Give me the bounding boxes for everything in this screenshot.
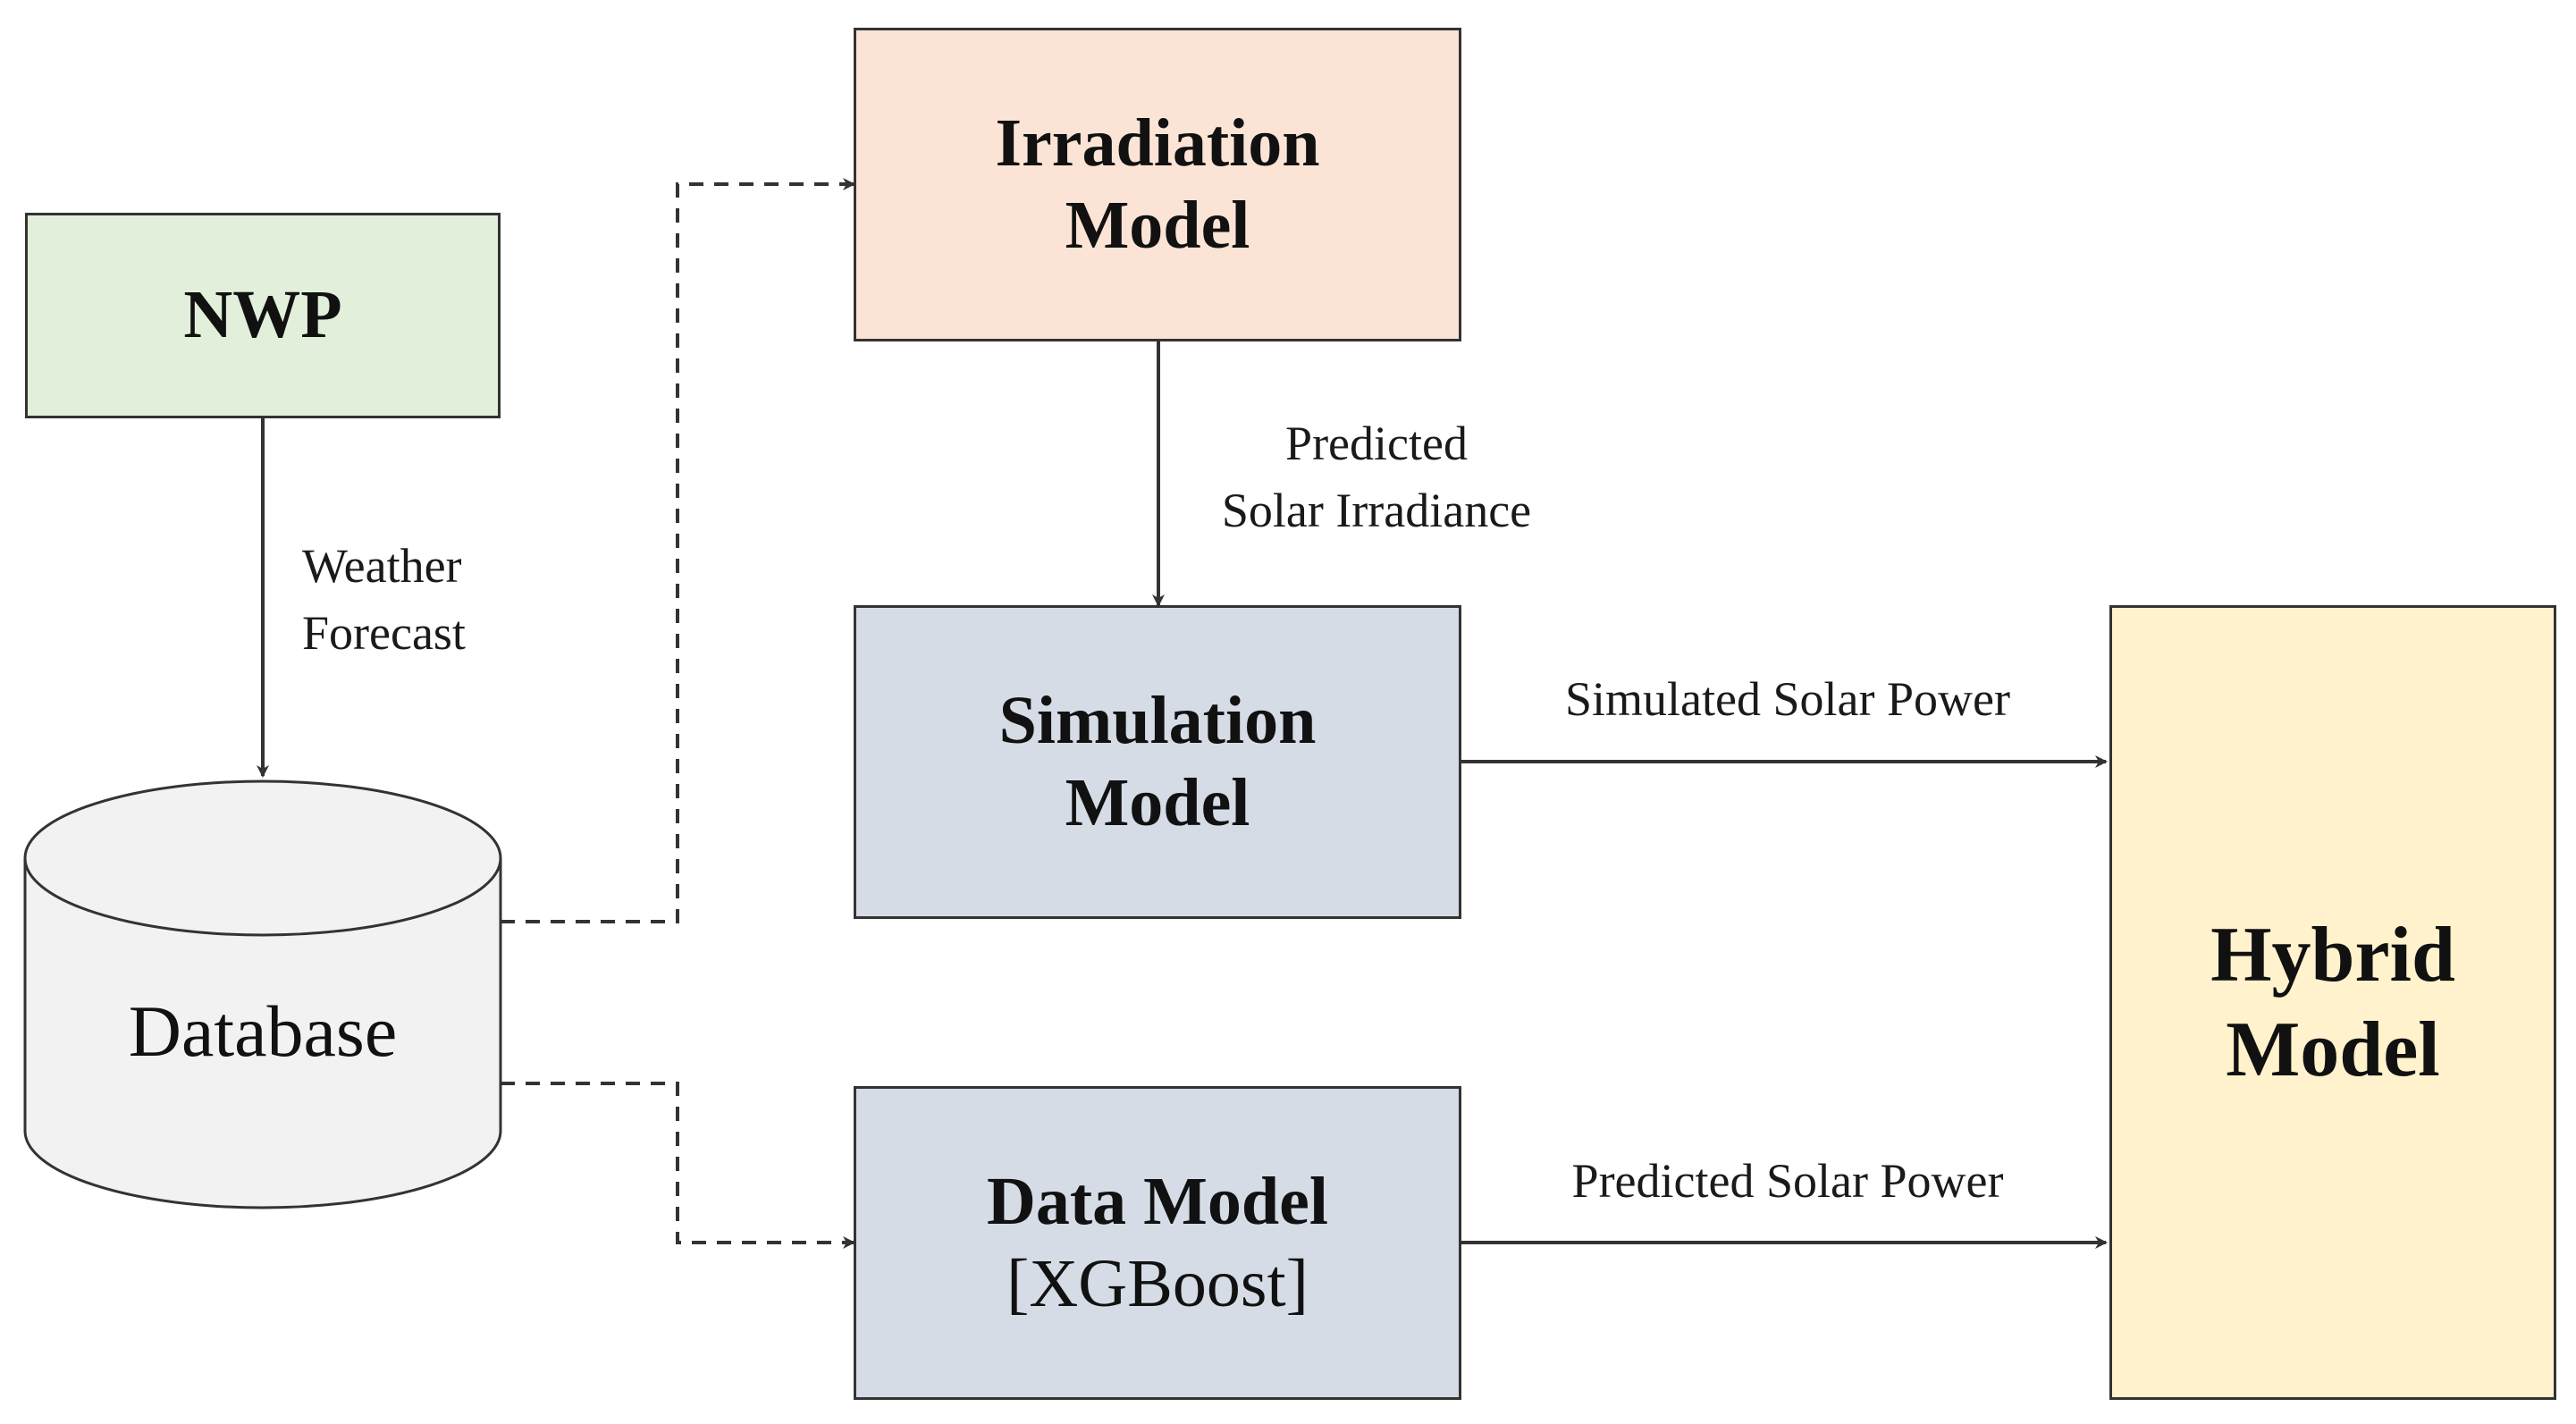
weather-forecast-line2: Forecast [302, 605, 466, 660]
hybrid-model-title-line2: Model [2226, 1006, 2440, 1093]
predicted-solar-power-label: Predicted Solar Power [1571, 1154, 2004, 1208]
irradiation-model-box[interactable]: Irradiation Model [854, 28, 1461, 341]
predicted-solar-irradiance-line1: Predicted [1285, 417, 1468, 470]
nwp-box[interactable]: NWP [25, 213, 501, 418]
data-model-box[interactable]: Data Model [XGBoost] [854, 1086, 1461, 1400]
weather-forecast-line1: Weather [302, 539, 462, 593]
simulation-model-title-line1: Simulation [998, 683, 1317, 759]
hybrid-model-title-line1: Hybrid [2210, 911, 2455, 998]
hybrid-model-box[interactable]: Hybrid Model [2109, 605, 2556, 1400]
irradiation-model-title-line1: Irradiation [995, 105, 1320, 181]
simulation-model-title-line2: Model [1065, 764, 1250, 840]
predicted-solar-irradiance-line2: Solar Irradiance [1221, 483, 1532, 537]
data-model-title: Data Model [986, 1164, 1329, 1240]
data-model-subtitle: [XGBoost] [1006, 1245, 1309, 1321]
edge-database-to-data-model [501, 1082, 855, 1249]
irradiation-model-title-line2: Model [1065, 187, 1250, 263]
simulated-solar-power-label: Simulated Solar Power [1565, 672, 2010, 726]
weather-forecast-label: Weather Forecast [302, 533, 466, 666]
simulation-model-box[interactable]: Simulation Model [854, 605, 1461, 919]
nwp-title: NWP [183, 277, 342, 353]
predicted-solar-irradiance-label: Predicted Solar Irradiance [1162, 410, 1591, 543]
database-label: Database [128, 990, 398, 1072]
database-cylinder[interactable] [23, 779, 502, 1209]
edge-database-to-irradiation [501, 178, 855, 923]
